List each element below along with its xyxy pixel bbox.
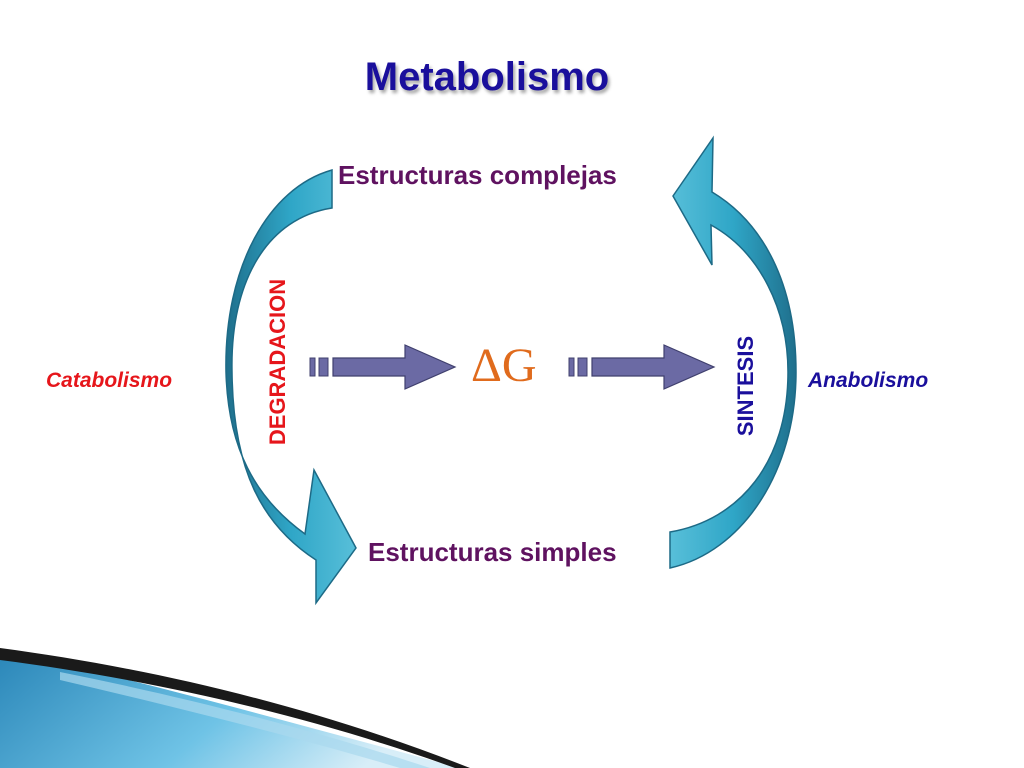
simple-structures-label: Estructuras simples [368,537,617,567]
delta-g-symbol: ΔG [471,339,537,392]
synthesis-label: SINTESIS [733,335,758,437]
synthesis-curved-arrow [669,135,797,569]
left-straight-arrow [309,344,457,390]
footer-swoosh-decoration [0,648,470,768]
anabolism-label: Anabolismo [808,369,929,392]
degradation-label: DEGRADACION [265,278,290,446]
catabolism-label: Catabolismo [46,369,173,392]
right-straight-arrow [568,344,716,390]
degradation-curved-arrow [225,169,357,606]
page-title: Metabolismo [364,55,610,99]
complex-structures-label: Estructuras complejas [338,160,617,190]
